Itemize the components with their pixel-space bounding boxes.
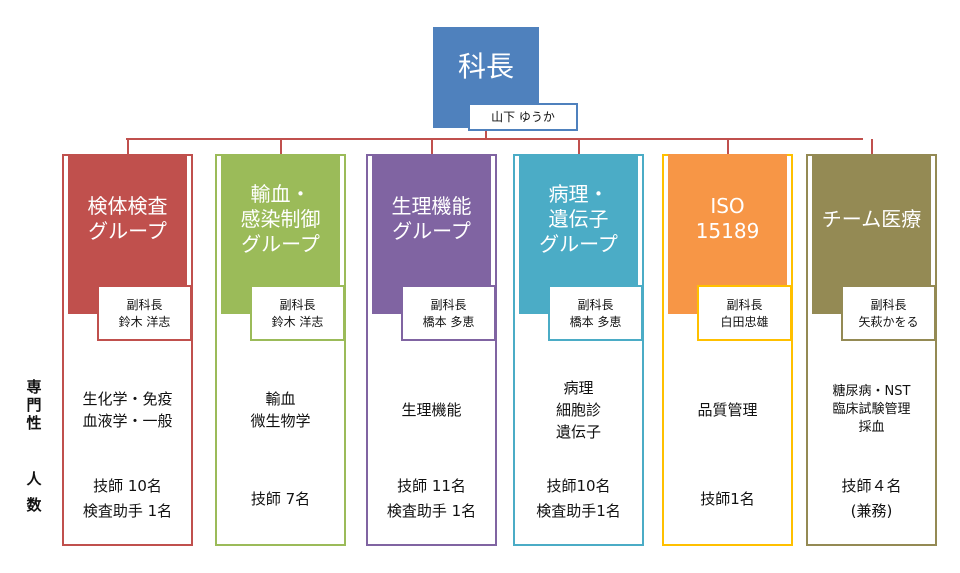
deputy-title: 副科長 [726, 297, 763, 312]
group-title-line: グループ [88, 219, 167, 243]
staff-line: 技師４名 [841, 477, 902, 495]
group-title: 検体検査グループ [88, 194, 168, 244]
group-title-line: 遺伝子 [548, 206, 609, 231]
specialty-item: 生理機能 [401, 401, 462, 419]
deputy-name: 矢萩かをる [858, 314, 919, 329]
specialty-item: 血液学・一般 [82, 412, 173, 430]
specialty-item: 品質管理 [697, 401, 758, 419]
staff-line: (兼務) [850, 502, 893, 520]
deputy-box: 副科長橋本 多恵 [401, 285, 496, 341]
deputy-box: 副科長白田忠雄 [697, 285, 792, 341]
staff-line: 技師 11名 [397, 477, 466, 495]
specialty-item: 生化学・免疫 [82, 390, 173, 408]
connector-drop [870, 139, 873, 154]
connector-drop [726, 139, 729, 154]
staff-count: 技師 10名検査助手 1名 [62, 468, 193, 530]
specialty-item: 病理 [563, 379, 594, 397]
staff-line: 技師10名 [546, 477, 611, 495]
group-header: 検体検査グループ [68, 154, 187, 314]
specialty-item: 臨床試験管理 [832, 402, 911, 417]
specialty-list: 輸血微生物学 [215, 360, 346, 460]
staff-line: 検査助手1名 [536, 502, 621, 520]
specialty-item: 糖尿病・NST [832, 384, 911, 399]
deputy-name: 橋本 多恵 [569, 314, 622, 329]
deputy-title: 副科長 [577, 297, 614, 312]
staff-count: 技師1名 [662, 468, 793, 530]
specialty-list: 生化学・免疫血液学・一般 [62, 360, 193, 460]
staff-line: 技師 7名 [250, 489, 311, 508]
chief-title: 科長 [457, 50, 514, 83]
connector-drop [577, 139, 580, 154]
specialty-item: 遺伝子 [555, 423, 601, 441]
connector-vertical-main [485, 131, 487, 139]
group-title-line: ISO [710, 194, 745, 218]
deputy-title: 副科長 [430, 297, 467, 312]
deputy-title: 副科長 [870, 297, 907, 312]
deputy-name: 橋本 多恵 [422, 314, 475, 329]
group-title: 生理機能グループ [392, 194, 472, 244]
staff-line: 技師1名 [700, 489, 755, 508]
staff-count: 技師 11名検査助手 1名 [366, 468, 497, 530]
connector-horizontal [126, 138, 863, 140]
specialty-item: 細胞診 [555, 401, 601, 419]
group-title-line: 15189 [695, 219, 760, 243]
group-title-line: 検体検査 [87, 194, 168, 218]
deputy-box: 副科長橋本 多恵 [548, 285, 643, 341]
deputy-title: 副科長 [279, 297, 316, 312]
specialty-list: 生理機能 [366, 360, 497, 460]
deputy-name: 鈴木 洋志 [271, 314, 324, 329]
staff-line: 技師 10名 [93, 477, 162, 495]
side-label-specialty: 専 門 性 [26, 378, 42, 432]
group-title-line: グループ [392, 219, 471, 243]
side-label-headcount: 人 数 [26, 470, 42, 514]
connector-drop [279, 139, 282, 154]
deputy-title: 副科長 [126, 297, 163, 312]
specialty-list: 病理細胞診遺伝子 [513, 360, 644, 460]
staff-line: 検査助手 1名 [386, 502, 477, 520]
group-title-line: 輸血・ [250, 181, 311, 206]
specialty-list: 糖尿病・NST 臨床試験管理採血 [806, 360, 937, 460]
group-title-line: 感染制御 [240, 206, 321, 231]
group-title-line: チーム医療 [821, 206, 922, 231]
connector-drop [126, 139, 129, 154]
specialty-list: 品質管理 [662, 360, 793, 460]
chief-name: 山下 ゆうか [468, 103, 578, 131]
staff-count: 技師４名 (兼務) [806, 468, 937, 530]
group-title: 病理・遺伝子グループ [539, 182, 618, 257]
group-title: 輸血・感染制御グループ [241, 182, 321, 257]
deputy-box: 副科長鈴木 洋志 [97, 285, 192, 341]
staff-count: 技師 7名 [215, 468, 346, 530]
group-title-line: グループ [539, 231, 618, 256]
connector-drop [430, 139, 433, 154]
group-title-line: 生理機能 [391, 194, 472, 218]
deputy-name: 白田忠雄 [720, 314, 769, 329]
staff-count: 技師10名検査助手1名 [513, 468, 644, 530]
deputy-name: 鈴木 洋志 [118, 314, 171, 329]
group-title-line: グループ [241, 231, 320, 256]
deputy-box: 副科長矢萩かをる [841, 285, 936, 341]
specialty-item: 採血 [858, 420, 885, 435]
specialty-item: 輸血 [265, 390, 296, 408]
staff-line: 検査助手 1名 [82, 502, 173, 520]
group-title: チーム医療 [822, 207, 921, 232]
group-title-line: 病理・ [548, 181, 609, 206]
deputy-box: 副科長鈴木 洋志 [250, 285, 345, 341]
specialty-item: 微生物学 [250, 412, 311, 430]
